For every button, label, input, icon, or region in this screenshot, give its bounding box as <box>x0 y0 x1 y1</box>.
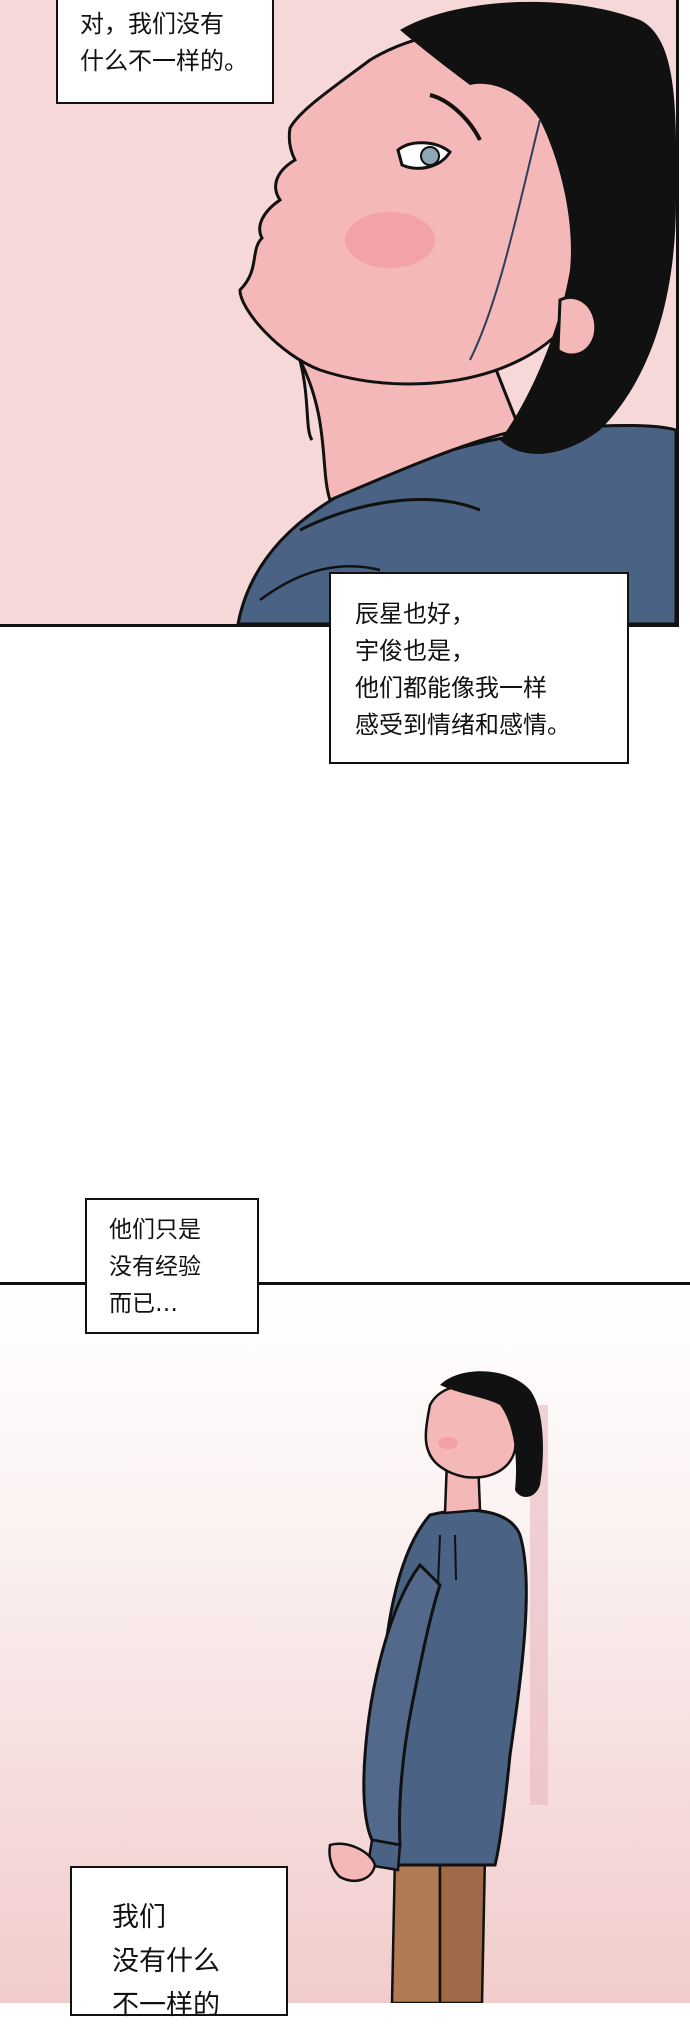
caption-line: 辰星也好， <box>355 600 475 628</box>
caption-line: 对，我们没有 <box>80 10 224 38</box>
caption-box: 他们只是 没有经验 而已… <box>85 1198 259 1334</box>
caption-line: 什么不一样的。 <box>80 47 248 75</box>
caption-line: 我们 <box>112 1902 166 1933</box>
caption-box: 我们 没有什么 不一样的 <box>70 1866 288 2021</box>
girl-fullbody-illustration <box>328 1371 548 2003</box>
caption-line: 宇俊也是， <box>355 637 475 665</box>
caption-box: 对，我们没有 什么不一样的。 <box>56 0 274 104</box>
caption-line: 而已… <box>109 1291 178 1317</box>
caption-line: 感受到情绪和感情。 <box>355 711 571 739</box>
caption-line: 不一样的 <box>112 1990 220 2021</box>
caption-line: 他们都能像我一样 <box>355 674 547 702</box>
caption-line: 他们只是 <box>109 1217 201 1243</box>
caption-line: 没有什么 <box>112 1946 220 1977</box>
caption-box: 辰星也好， 宇俊也是， 他们都能像我一样 感受到情绪和感情。 <box>329 572 629 764</box>
caption-line: 没有经验 <box>109 1254 201 1280</box>
